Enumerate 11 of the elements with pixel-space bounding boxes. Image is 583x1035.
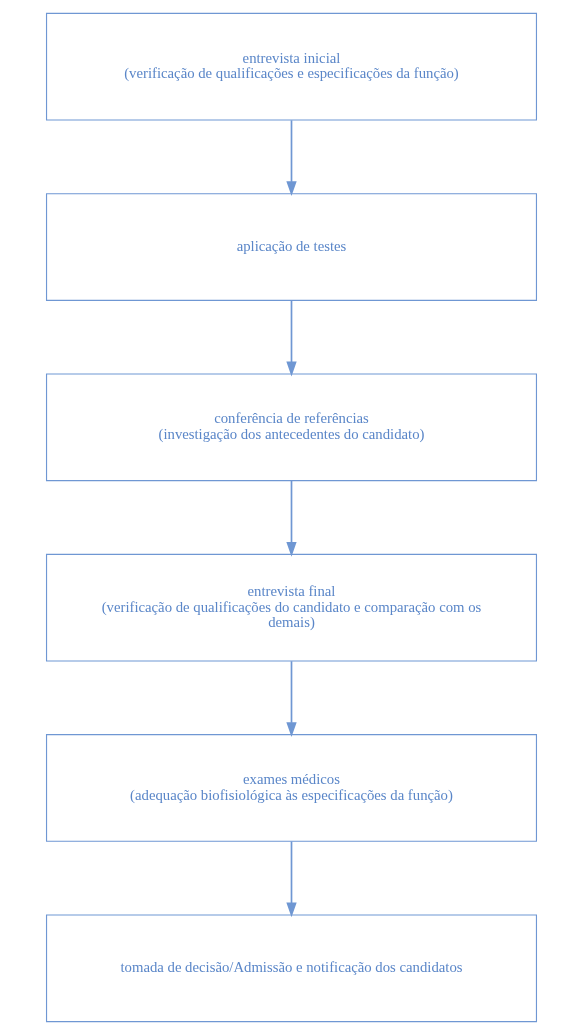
node-box: exames médicos (adequação biofisiológica às especificações da função): [45, 734, 538, 842]
node-box: conferência de referências (investigação dos antecedentes do candidato): [45, 373, 538, 482]
node-box: entrevista final (verificação de qualificações do candidato e comparação com os demais): [45, 553, 538, 662]
arrow: [286, 480, 297, 557]
arrow: [286, 660, 297, 738]
arrow: [286, 119, 297, 197]
arrow: [286, 299, 297, 377]
node-box: entrevista inicial (verificação de qualificações e especificações da função): [45, 12, 538, 121]
arrow: [286, 840, 297, 918]
node-box: aplicação de testes: [45, 193, 538, 301]
node-box: tomada de decisão/Admissão e notificação dos candidatos: [45, 914, 538, 1023]
